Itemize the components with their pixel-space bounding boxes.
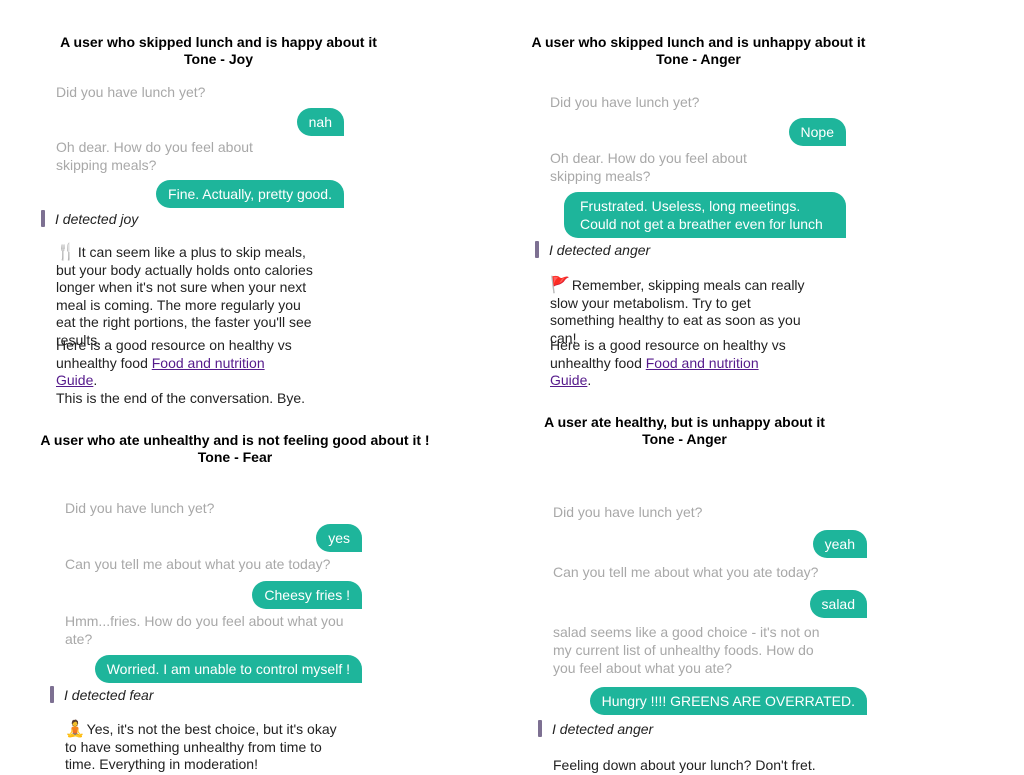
buddha-emoji-icon: 🧘 xyxy=(65,721,85,738)
bot-message: Hmm...fries. How do you feel about what … xyxy=(65,613,344,647)
bot-response: 🧘 Yes, it's not the best choice, but it'… xyxy=(65,721,337,772)
resource-line: Here is a good resource on healthy vs un… xyxy=(550,337,786,389)
user-message: salad xyxy=(809,590,867,618)
user-message: Nope xyxy=(788,118,846,146)
user-message: Worried. I am unable to control myself ! xyxy=(94,655,362,683)
bot-message: Oh dear. How do you feel about skipping … xyxy=(550,150,747,184)
bot-response: 🚩 Remember, skipping meals can really sl… xyxy=(550,277,805,346)
resource-line: Here is a good resource on healthy vs un… xyxy=(56,337,292,389)
anger-healthy-title: A user ate healthy, but is unhappy about… xyxy=(544,414,825,447)
tone-detected: I detected anger xyxy=(538,720,653,738)
user-message: yes xyxy=(316,524,362,552)
bot-message: Did you have lunch yet? xyxy=(550,94,700,110)
bot-message: salad seems like a good choice - it's no… xyxy=(553,624,820,676)
joy-title: A user who skipped lunch and is happy ab… xyxy=(60,34,377,67)
tone-detected: I detected fear xyxy=(50,686,154,704)
food-guide-link[interactable]: Food and nutrition Guide xyxy=(550,354,759,389)
bot-message: Oh dear. How do you feel about skipping … xyxy=(56,139,253,173)
closing-message: This is the end of the conversation. Bye… xyxy=(56,390,306,406)
tone-detected: I detected anger xyxy=(535,241,650,259)
bot-response: Feeling down about your lunch? Don't fre… xyxy=(553,757,816,773)
bot-response: 🍴 It can seem like a plus to skip meals,… xyxy=(56,244,313,348)
user-message: Hungry !!!! GREENS ARE OVERRATED. xyxy=(589,687,867,715)
red-flag-icon: 🚩 xyxy=(550,277,570,294)
fork-knife-icon: 🍴 xyxy=(56,244,76,261)
anger-skip-title: A user who skipped lunch and is unhappy … xyxy=(531,34,866,67)
user-message: Fine. Actually, pretty good. xyxy=(156,180,344,208)
bot-message: Did you have lunch yet? xyxy=(553,504,703,520)
bot-message: Did you have lunch yet? xyxy=(65,500,215,516)
user-message: Cheesy fries ! xyxy=(252,581,362,609)
food-guide-link[interactable]: Food and nutrition Guide xyxy=(56,354,265,389)
bot-message: Did you have lunch yet? xyxy=(56,84,206,100)
user-message: yeah xyxy=(812,530,867,558)
bot-message: Can you tell me about what you ate today… xyxy=(65,556,331,572)
bot-message: Can you tell me about what you ate today… xyxy=(553,564,819,580)
fear-title: A user who ate unhealthy and is not feel… xyxy=(40,432,430,465)
user-message: Frustrated. Useless, long meetings. Coul… xyxy=(564,192,846,238)
tone-detected: I detected joy xyxy=(41,210,138,228)
user-message: nah xyxy=(296,108,344,136)
